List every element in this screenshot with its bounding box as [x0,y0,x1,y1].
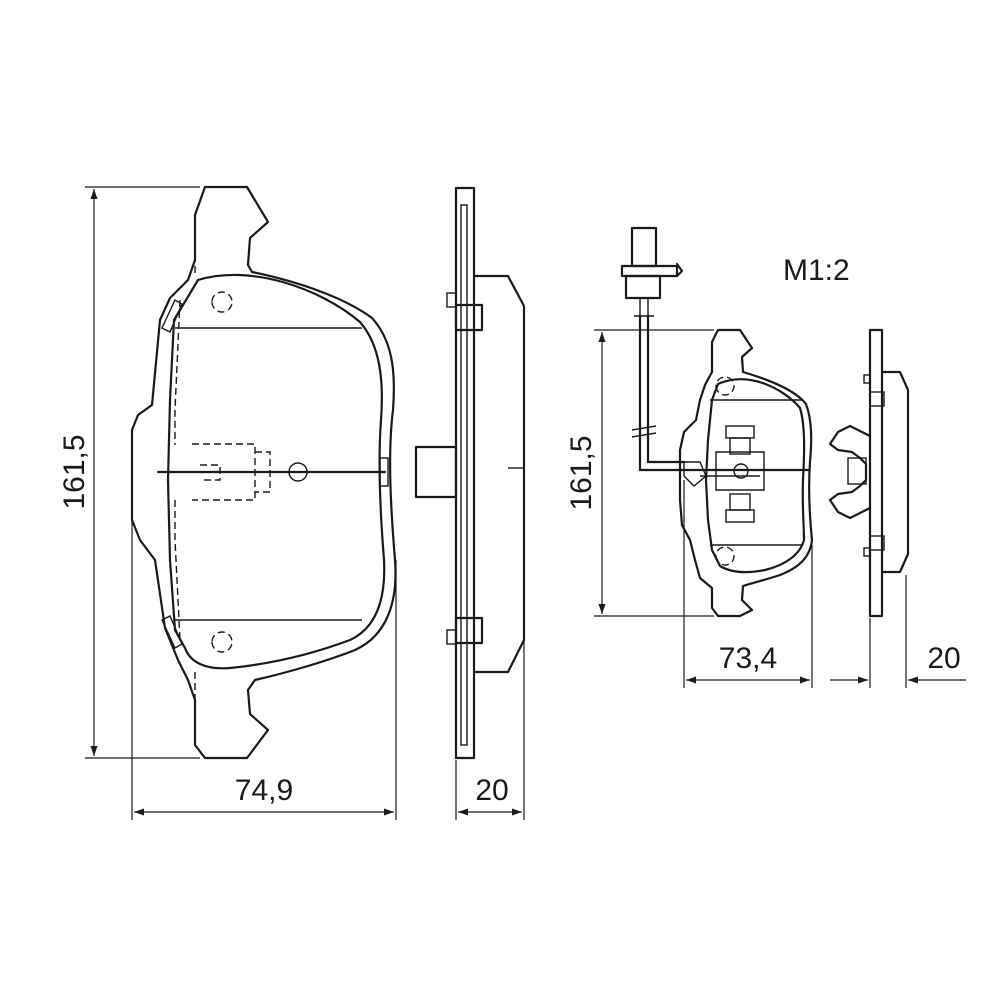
sensor-plug-collar [624,274,662,300]
sensor-plug-clip [675,262,684,278]
scale-label: M1:2 [783,254,850,287]
large-pad-side-view [414,186,526,760]
small-pad-tab-top [725,425,755,439]
small-pad-side-lining [880,370,910,574]
sensor-wire-break-1 [631,425,657,431]
sensor-plug-flange [620,264,679,278]
small-pad-height-label: 161,5 [565,435,598,510]
sensor-wire-inner [646,314,686,464]
large-pad-notch-top [161,299,183,333]
small-pad-front-view [678,328,814,618]
small-pad-side-view [828,328,910,618]
small-pad-dimensions: 161,5 73,4 20 [565,329,966,688]
large-pad-width-label: 74,9 [235,774,293,807]
large-pad-side-shim [460,204,468,746]
small-pad-tab-bottom [725,509,755,523]
small-pad-side-spring-core [847,457,867,485]
small-pad-friction-lining [704,378,806,574]
large-pad-hole-bottom [211,631,233,653]
small-pad-thickness-label: 20 [927,642,960,675]
large-pad-hidden-edge-left [174,299,181,641]
sensor-plug-body [630,226,658,268]
small-pad-hole-bottom [715,546,735,566]
small-pad-clip-box [715,451,765,491]
large-pad-rivet [288,462,308,482]
large-pad-hole-top [211,291,233,313]
small-pad-tab-bottom-inner [729,493,751,511]
large-pad-front-view [130,185,397,760]
small-pad-side-backing [868,328,884,618]
large-pad-side-clip-top [454,303,484,332]
large-pad-side-lining [472,274,526,674]
small-pad-hole-top [715,376,735,396]
small-pad-width-label: 73,4 [719,642,777,675]
sensor-wire-break-2 [631,432,657,438]
large-pad-dimensions: 161,5 74,9 20 [58,186,525,820]
large-pad-notch-bottom [161,615,183,649]
large-pad-backing-plate [130,185,397,760]
small-pad-backing-plate [678,328,814,618]
small-pad-rivet [733,463,749,479]
large-pad-side-spring [414,445,458,499]
large-pad-side-pin-bottom [446,629,457,645]
small-pad-side-clip-bottom [869,535,885,551]
sensor-wire-outer [638,314,686,472]
large-pad-side-pin-top [446,292,457,308]
large-pad-side-clip-bottom [454,616,484,645]
small-pad-side-spring [828,424,872,520]
small-pad-side-pin-bottom [863,547,871,557]
large-pad-side-backing [454,186,476,760]
large-pad-thickness-label: 20 [475,774,508,807]
large-pad-friction-lining [166,273,386,670]
large-pad-height-label: 161,5 [58,434,91,509]
wear-sensor [620,226,686,472]
small-pad-tab-top-inner [729,437,751,455]
large-pad-groove-end [379,457,389,487]
small-pad-side-clip-top [869,391,885,407]
small-pad-sensor-housing [683,461,707,487]
small-pad-side-pin-top [863,374,871,384]
